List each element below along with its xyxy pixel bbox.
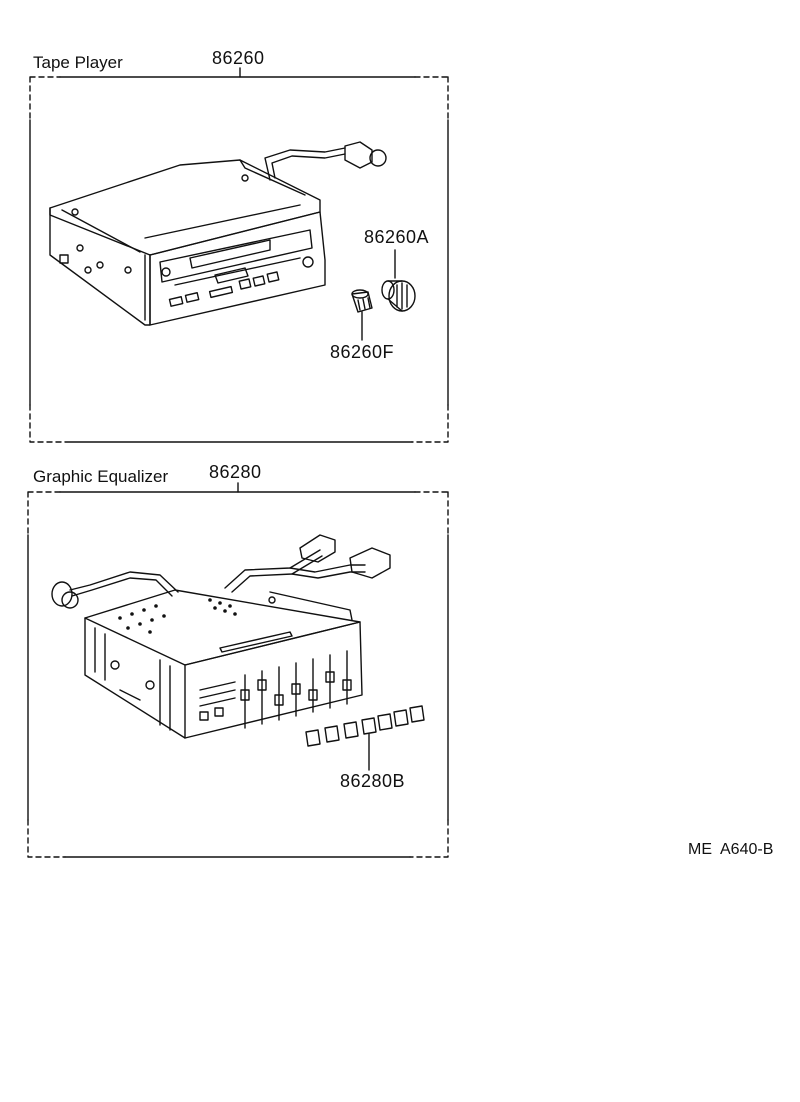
tape-player-part-number: 86260	[212, 48, 265, 68]
equalizer-part-number: 86280	[209, 462, 262, 482]
part-label-86280b: 86280B	[340, 771, 406, 791]
slider-knob-icon	[305, 705, 425, 771]
equalizer-title: Graphic Equalizer	[33, 467, 169, 486]
small-knob-icon	[351, 289, 373, 341]
equalizer-frame	[27, 482, 449, 858]
knob-icon	[381, 249, 416, 312]
tape-player-unit-drawing	[49, 141, 387, 326]
tape-player-frame	[29, 67, 449, 443]
footer-code: ME A640-B	[688, 841, 774, 858]
tape-player-title: Tape Player	[33, 53, 123, 72]
part-label-86260a: 86260A	[364, 227, 430, 247]
part-label-86260f: 86260F	[330, 342, 395, 362]
equalizer-unit-drawing	[51, 534, 391, 739]
